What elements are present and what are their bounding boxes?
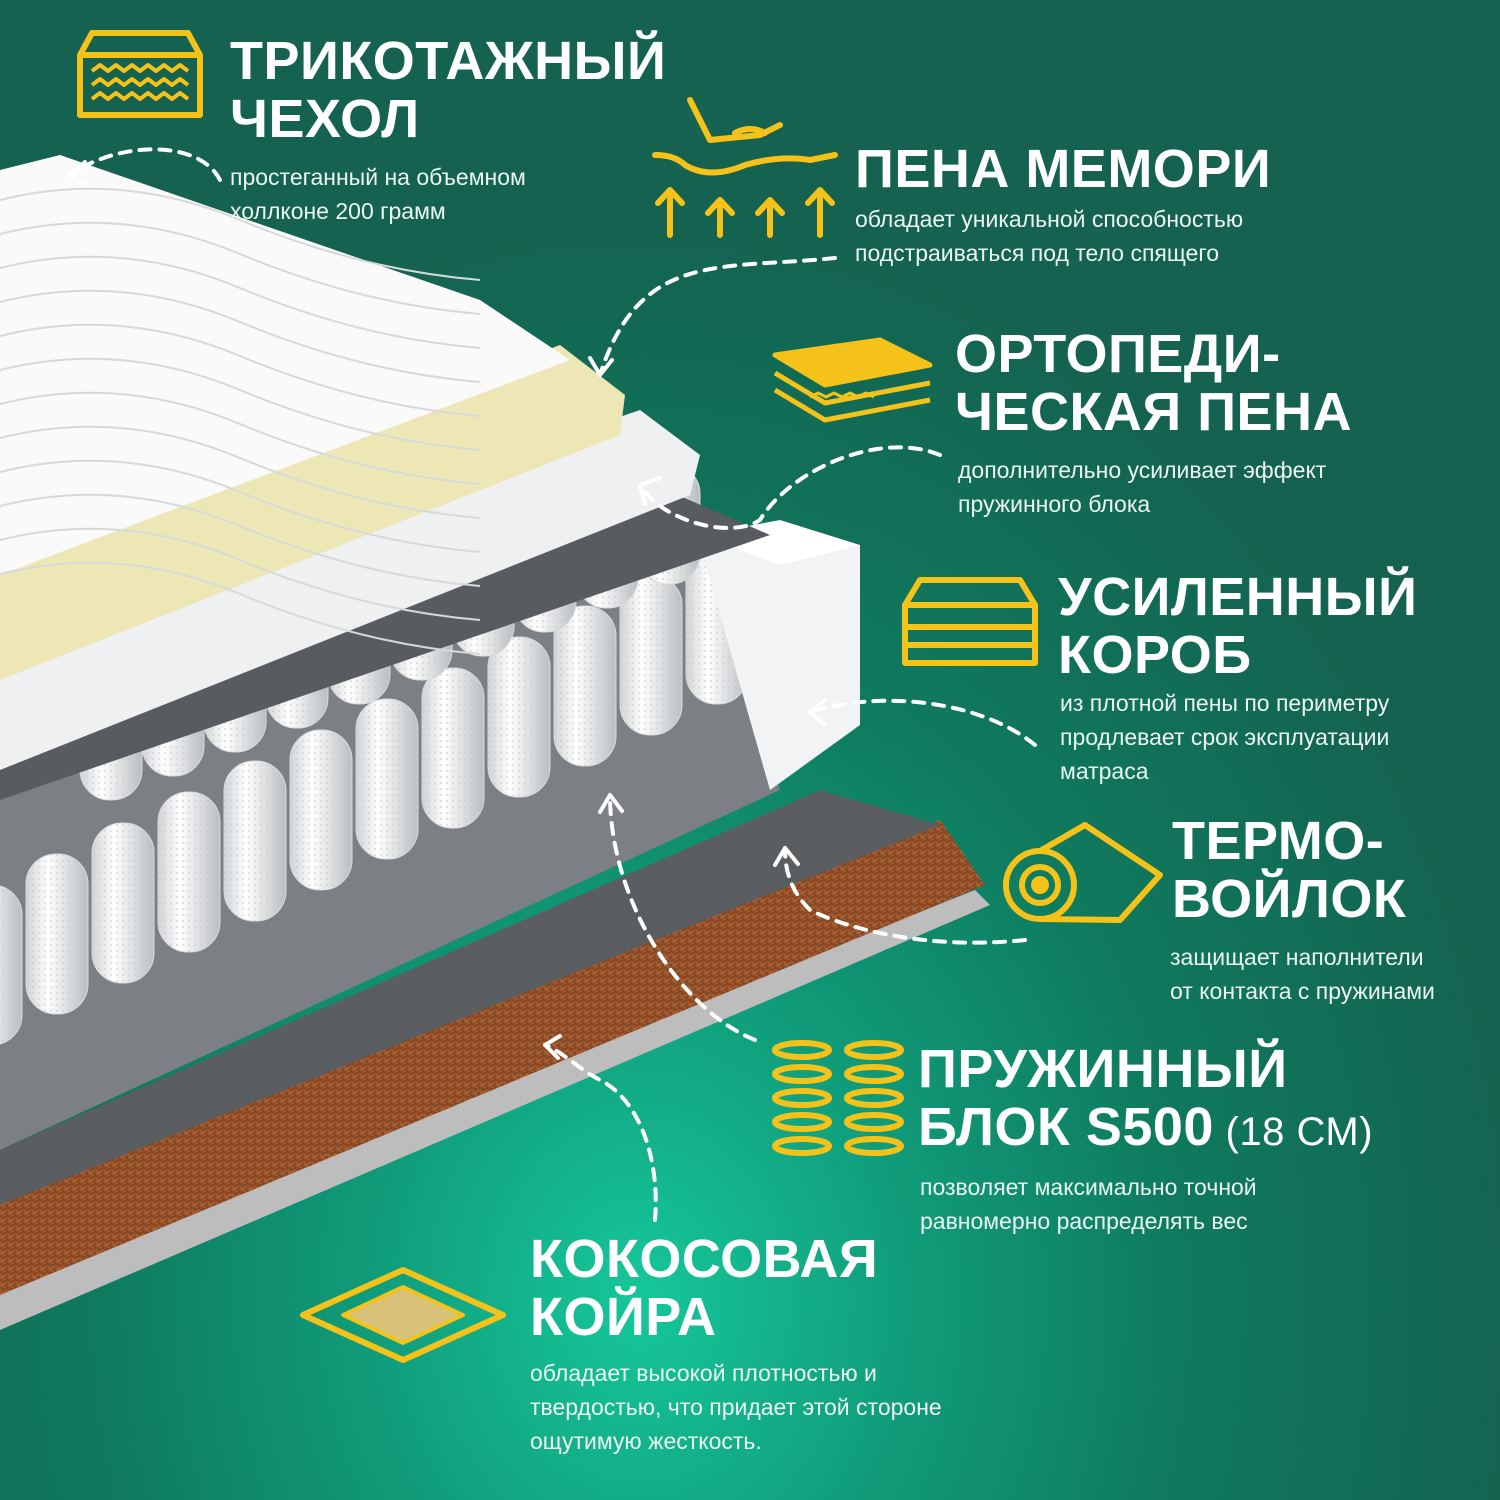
title-line: ТРИКОТАЖНЫЙ	[230, 31, 667, 91]
quilt-stitch	[0, 391, 481, 485]
springs-icon	[772, 1040, 904, 1156]
title-line: КОРОБ	[1058, 625, 1252, 685]
desc-line: матраса	[1060, 758, 1149, 784]
desc-line: дополнительно усиливает эффект	[958, 457, 1327, 483]
title-line: ВОЙЛОК	[1172, 869, 1407, 929]
feature-desc-cover: простеганный на объемном холлконе 200 гр…	[230, 160, 526, 228]
title-line: ПРУЖИННЫЙ	[918, 1039, 1288, 1099]
spring-coil-mesh	[0, 886, 22, 1044]
desc-line: из плотной пены по периметру	[1060, 690, 1390, 716]
title-bold: БЛОК S500	[918, 1097, 1214, 1157]
quilt-stitch	[0, 289, 481, 383]
desc-line: защищает наполнители	[1170, 944, 1424, 970]
feature-title-ortho: ОРТОПЕДИ- ЧЕСКАЯ ПЕНА	[955, 325, 1352, 441]
spring-coil-mesh	[158, 792, 220, 952]
feature-desc-box: из плотной пены по периметру продлевает …	[1060, 686, 1389, 788]
title-line: ЧЕСКАЯ ПЕНА	[955, 382, 1353, 442]
feature-title-coir: КОКОСОВАЯ КОЙРА	[530, 1230, 878, 1346]
reinforced-box-icon	[902, 577, 1038, 666]
title-size: (18 СМ)	[1213, 1110, 1374, 1154]
felt-bottom-layer	[0, 790, 940, 1205]
quilt-stitch	[0, 323, 481, 417]
title-line: ОРТОПЕДИ-	[955, 324, 1281, 384]
desc-line: подстраиваться под тело спящего	[855, 240, 1219, 266]
title-line: ТЕРМО-	[1172, 811, 1385, 871]
feature-desc-memory: обладает уникальной способностью подстра…	[855, 202, 1243, 270]
memory-foam-icon	[652, 97, 838, 238]
spring-coil-mesh	[620, 575, 682, 735]
feature-title-memory: ПЕНА МЕМОРИ	[855, 140, 1271, 198]
quilt-stitch	[0, 561, 481, 655]
spring-coil-mesh	[290, 730, 352, 890]
quilt-stitch	[0, 187, 481, 281]
felt-roll-icon	[1003, 822, 1163, 923]
base-layer	[0, 890, 990, 1330]
foam-box-side	[700, 545, 860, 790]
memory-foam-layer	[0, 345, 625, 680]
feature-desc-coir: обладает высокой плотностью и твердостью…	[530, 1356, 942, 1458]
desc-line: обладает уникальной способностью	[855, 206, 1244, 232]
feature-title-felt: ТЕРМО- ВОЙЛОК	[1172, 812, 1406, 928]
spring-coil-mesh	[92, 823, 154, 983]
spring-coil-mesh	[422, 668, 484, 828]
spring-coil-mesh	[356, 699, 418, 859]
desc-line: простеганный на объемном	[230, 164, 526, 190]
desc-line: холлконе 200 грамм	[230, 198, 446, 224]
spring-coil-mesh	[488, 637, 550, 797]
feature-desc-ortho: дополнительно усиливает эффект пружинног…	[958, 453, 1326, 521]
desc-line: обладает высокой плотностью и	[530, 1360, 877, 1386]
quilt-stitch	[0, 493, 481, 587]
title-line: УСИЛЕННЫЙ	[1058, 567, 1418, 627]
quilt-stitch	[0, 357, 481, 451]
knit-cover-icon	[77, 30, 203, 118]
desc-line: позволяет максимально точной	[920, 1174, 1257, 1200]
quilt-stitch	[0, 527, 481, 621]
felt-top-layer	[0, 470, 770, 800]
desc-line: от контакта с пружинами	[1170, 978, 1435, 1004]
quilt-stitch	[0, 221, 481, 315]
spring-coil-mesh	[26, 854, 88, 1014]
feature-title-box: УСИЛЕННЫЙ КОРОБ	[1058, 568, 1417, 684]
spring-coil-mesh	[224, 761, 286, 921]
desc-line: продлевает срок эксплуатации	[1060, 724, 1390, 750]
quilt-stitch	[0, 459, 481, 553]
title-line: ПЕНА МЕМОРИ	[855, 139, 1272, 199]
desc-line: равномерно распределять вес	[920, 1208, 1248, 1234]
spring-coil-mesh	[554, 606, 616, 766]
desc-line: ощутимую жесткость.	[530, 1428, 762, 1454]
coir-layer	[0, 820, 985, 1295]
feature-desc-felt: защищает наполнители от контакта с пружи…	[1170, 940, 1435, 1008]
feature-title-cover: ТРИКОТАЖНЫЙ ЧЕХОЛ	[230, 32, 666, 148]
desc-line: твердостью, что придает этой стороне	[530, 1394, 942, 1420]
feature-title-springs: ПРУЖИННЫЙ БЛОК S500 (18 СМ)	[918, 1040, 1373, 1161]
title-line: КОКОСОВАЯ	[530, 1229, 879, 1289]
quilt-stitch	[0, 255, 481, 349]
title-line: БЛОК S500 (18 СМ)	[918, 1098, 1373, 1161]
foam-layers-icon	[772, 337, 933, 423]
desc-line: пружинного блока	[958, 491, 1151, 517]
title-line: КОЙРА	[530, 1287, 717, 1347]
feature-desc-springs: позволяет максимально точной равномерно …	[920, 1170, 1257, 1238]
title-line: ЧЕХОЛ	[230, 89, 420, 149]
ortho-foam-layer	[0, 410, 700, 770]
quilt-stitch	[0, 425, 481, 519]
coconut-coir-icon	[300, 1267, 506, 1363]
